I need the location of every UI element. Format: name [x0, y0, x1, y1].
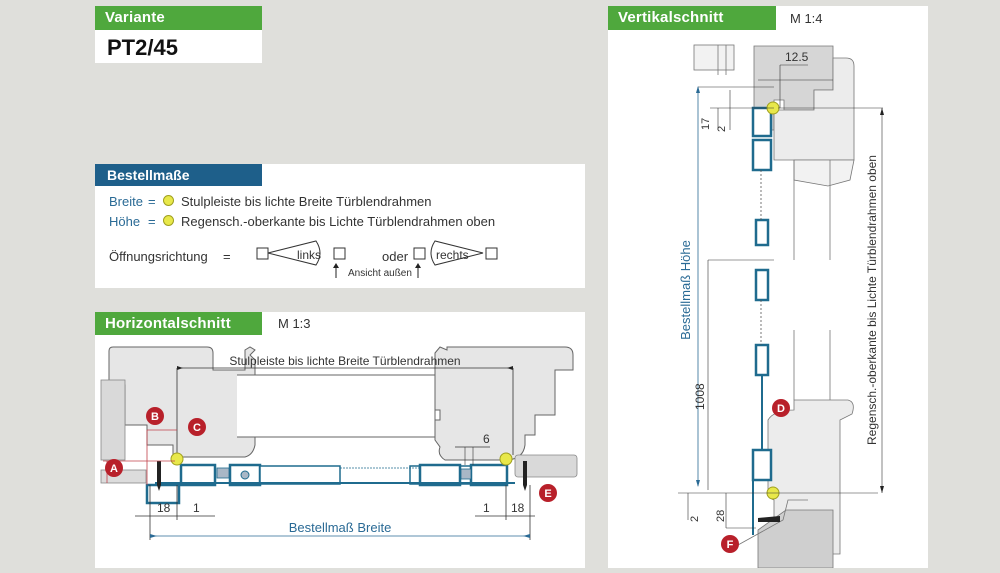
right-sill-block [514, 454, 578, 478]
marker-d: D [772, 399, 790, 417]
height-dimension-label: Bestellmaß Höhe [678, 240, 693, 340]
order-dimensions-header: Bestellmaße [95, 164, 262, 186]
height-label: Höhe [109, 214, 141, 229]
left-latch-box [333, 247, 346, 260]
vertical-section-scale: M 1:4 [790, 11, 823, 26]
vertical-section-drawing: 12.5 Bestellmaß Höhe 17 2 1008 2 28 Rege… [678, 44, 884, 568]
arrow-up-icon [415, 263, 421, 268]
screw-icon [758, 516, 780, 522]
bottom-dimension-label: Bestellmaß Breite [289, 520, 392, 535]
vertical-section-panel: Vertikalschnitt M 1:4 [608, 6, 928, 568]
marker-icon [163, 195, 174, 206]
height-equals: = [148, 214, 156, 229]
dim-gap-6: 6 [483, 432, 490, 446]
marker-f: F [721, 535, 739, 553]
right-door-frame [434, 346, 574, 461]
left-label: links [297, 248, 322, 262]
screw-icon [157, 461, 161, 491]
opening-direction-label: Öffnungsrichtung [109, 249, 208, 264]
svg-text:A: A [110, 463, 118, 475]
right-hinge-box [413, 247, 426, 260]
svg-text:D: D [777, 403, 785, 415]
horizontal-section-header: Horizontalschnitt [95, 312, 262, 335]
svg-text:E: E [544, 488, 551, 500]
horizontal-section-scale: M 1:3 [278, 316, 311, 331]
order-dimensions-panel: Bestellmaße Breite = Stulpleiste bis lic… [95, 164, 585, 288]
marker-e: E [539, 484, 557, 502]
variant-value: PT2/45 [107, 35, 178, 60]
arrow-up-icon [333, 263, 339, 268]
dim-right-18: 18 [511, 501, 525, 515]
marker-icon [170, 452, 184, 466]
dim-left-18: 18 [157, 501, 171, 515]
threshold-profile [145, 463, 509, 505]
variant-panel: Variante PT2/45 [95, 6, 262, 63]
dim-2-bottom: 2 [689, 516, 701, 522]
vertical-section-header: Vertikalschnitt [608, 6, 776, 30]
svg-text:C: C [193, 422, 201, 434]
left-hinge-box [256, 247, 269, 260]
marker-c: C [188, 418, 206, 436]
left-swing-shape [267, 240, 321, 266]
dim-12-5: 12.5 [785, 50, 809, 64]
marker-icon [163, 215, 174, 226]
width-equals: = [148, 194, 156, 209]
top-dimension-label: Stulpleiste bis lichte Breite Türblendra… [229, 354, 460, 368]
right-dimension-label: Regensch.-oberkante bis Lichte Türblendr… [865, 155, 879, 445]
horizontal-section-panel: Horizontalschnitt M 1:3 Stulpleiste bis … [95, 312, 585, 568]
dim-left-1: 1 [193, 501, 200, 515]
dim-2-top: 2 [716, 126, 728, 132]
svg-text:F: F [727, 539, 734, 551]
screw-icon [523, 461, 527, 491]
horizontal-section-drawing: Stulpleiste bis lichte Breite Türblendra… [100, 346, 578, 540]
or-label: oder [382, 249, 409, 264]
dim-28: 28 [715, 510, 727, 522]
height-description: Regensch.-oberkante bis Lichte Türblendr… [181, 214, 496, 229]
dim-1008: 1008 [693, 383, 707, 410]
right-swing-shape [430, 240, 484, 266]
marker-b: B [146, 407, 164, 425]
width-label: Breite [109, 194, 143, 209]
right-label: rechts [436, 248, 469, 262]
dim-17: 17 [700, 118, 712, 130]
variant-header: Variante [95, 6, 262, 30]
svg-text:B: B [151, 411, 159, 423]
right-latch-box [485, 247, 498, 260]
marker-a: A [105, 459, 123, 477]
marker-icon [499, 452, 513, 466]
opening-equals: = [223, 249, 231, 264]
opening-direction-diagram [256, 240, 498, 278]
width-description: Stulpleiste bis lichte Breite Türblendra… [181, 194, 432, 209]
view-label: Ansicht außen [348, 268, 412, 279]
lock-cylinder [216, 467, 230, 479]
dim-right-1: 1 [483, 501, 490, 515]
